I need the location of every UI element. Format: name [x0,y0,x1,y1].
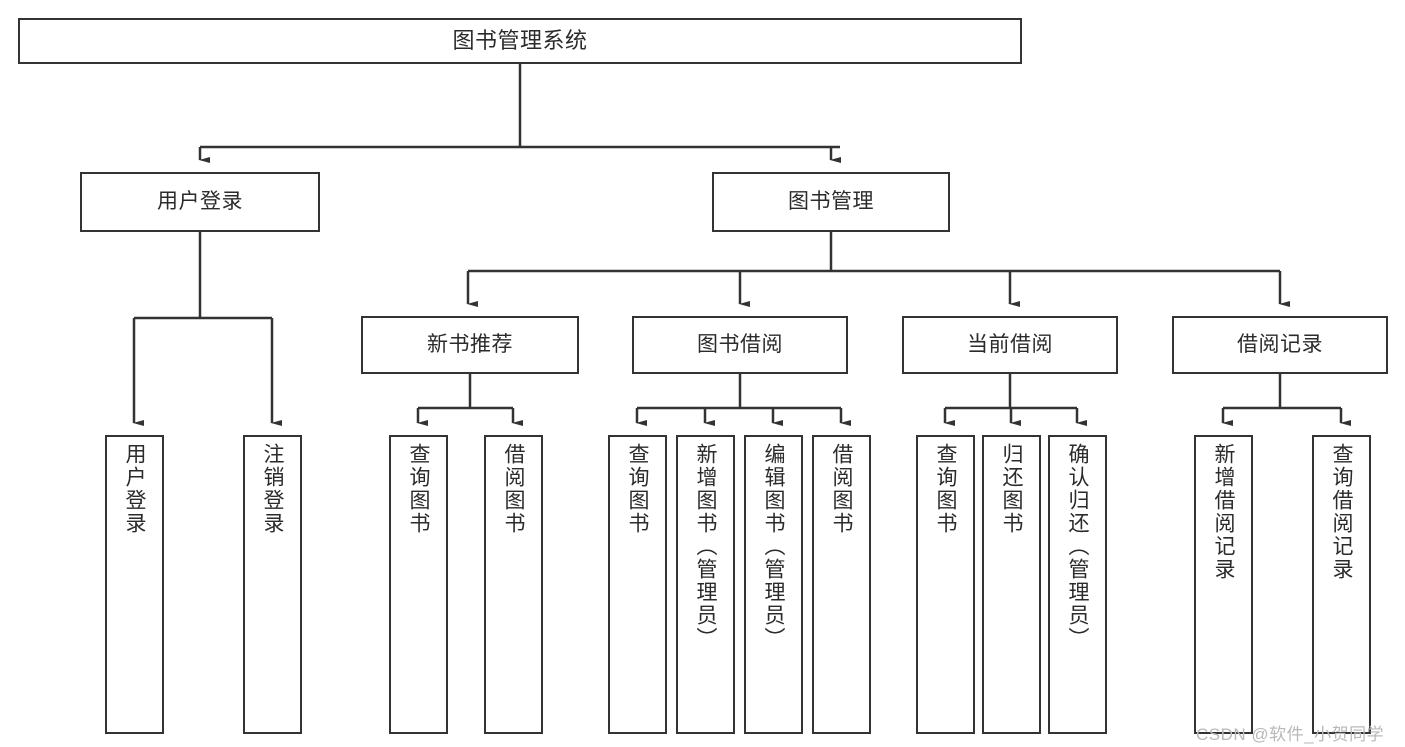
node-leaf-edit-book[interactable]: 编辑图书（管理员） [744,435,803,734]
node-user-login-label: 用户登录 [157,189,243,213]
node-leaf-query-book-1[interactable]: 查询图书 [389,435,448,734]
node-leaf-borrow-book-1[interactable]: 借阅图书 [484,435,543,734]
node-borrow-records-label: 借阅记录 [1237,332,1323,356]
node-leaf-return-book[interactable]: 归还图书 [982,435,1041,734]
node-leaf-logout[interactable]: 注销登录 [243,435,302,734]
node-leaf-user-login[interactable]: 用户登录 [105,435,164,734]
node-current-borrow[interactable]: 当前借阅 [902,316,1118,374]
node-leaf-user-login-label: 用户登录 [123,443,146,535]
edge-group-user-login [132,232,282,426]
node-leaf-return-book-label: 归还图书 [1000,443,1023,535]
node-leaf-query-record-label: 查询借阅记录 [1330,443,1353,581]
node-book-management[interactable]: 图书管理 [712,172,950,232]
node-leaf-confirm-return-label: 确认归还（管理员） [1066,443,1089,650]
node-book-borrow[interactable]: 图书借阅 [632,316,848,374]
node-leaf-borrow-book-1-label: 借阅图书 [502,443,525,535]
edge-group-borrow-records [1221,374,1351,426]
edge-group-current-borrow [943,374,1087,426]
edge-group-book-management [466,232,1290,307]
edge-group-new-book-recommend [416,374,523,426]
node-root[interactable]: 图书管理系统 [18,18,1022,64]
node-leaf-query-book-3-label: 查询图书 [934,443,957,535]
node-leaf-query-record[interactable]: 查询借阅记录 [1312,435,1371,734]
node-leaf-query-book-3[interactable]: 查询图书 [916,435,975,734]
node-book-borrow-label: 图书借阅 [697,332,783,356]
node-borrow-records[interactable]: 借阅记录 [1172,316,1388,374]
node-book-management-label: 图书管理 [788,189,874,213]
node-leaf-add-record[interactable]: 新增借阅记录 [1194,435,1253,734]
edge-group-root [198,64,841,163]
node-leaf-borrow-book-2-label: 借阅图书 [830,443,853,535]
node-new-book-recommend-label: 新书推荐 [427,332,513,356]
edge-group-book-borrow [635,374,851,426]
node-leaf-add-book[interactable]: 新增图书（管理员） [676,435,735,734]
node-leaf-add-record-label: 新增借阅记录 [1212,443,1235,581]
node-new-book-recommend[interactable]: 新书推荐 [361,316,579,374]
node-leaf-query-book-1-label: 查询图书 [407,443,430,535]
node-leaf-query-book-2-label: 查询图书 [626,443,649,535]
node-leaf-confirm-return[interactable]: 确认归还（管理员） [1048,435,1107,734]
node-current-borrow-label: 当前借阅 [967,332,1053,356]
csdn-watermark: CSDN @软件_小贺同学 [1196,725,1385,744]
node-user-login[interactable]: 用户登录 [80,172,320,232]
node-leaf-logout-label: 注销登录 [261,443,284,535]
node-leaf-edit-book-label: 编辑图书（管理员） [762,443,785,650]
node-root-label: 图书管理系统 [452,27,588,53]
node-leaf-borrow-book-2[interactable]: 借阅图书 [812,435,871,734]
node-leaf-add-book-label: 新增图书（管理员） [694,443,717,650]
node-leaf-query-book-2[interactable]: 查询图书 [608,435,667,734]
